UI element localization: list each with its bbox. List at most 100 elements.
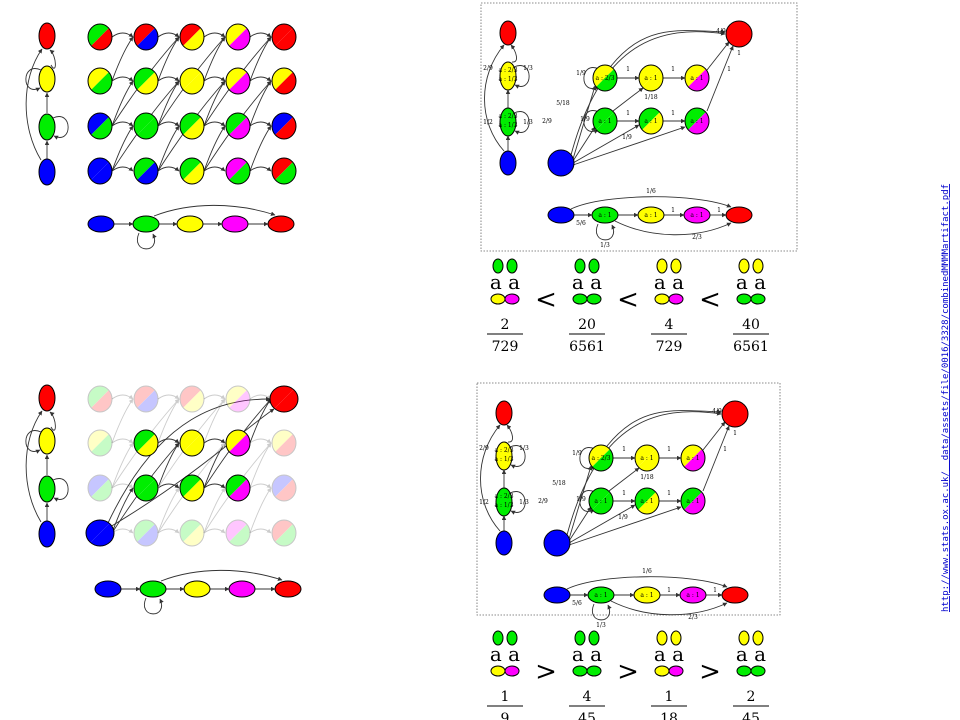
grid-node-r1-c1: [133, 429, 159, 457]
grid-edge: [203, 76, 226, 82]
hchain-node-blue: [87, 215, 115, 233]
chain-node-yellow: [38, 427, 56, 455]
edge: [572, 126, 686, 166]
edge-label: 5/6: [572, 600, 582, 607]
comparison-operator: <: [699, 285, 721, 315]
edge-label: 1: [671, 110, 675, 117]
grid-edge: [249, 438, 272, 444]
hchain-node-red: [267, 215, 295, 233]
edge-label: 2/3: [688, 614, 698, 621]
side-url-link[interactable]: http://www.stats.ox.ac.uk/__data/assets/…: [941, 184, 951, 612]
edge-label: 1: [667, 587, 671, 594]
grid-node-r3-c2: [179, 519, 205, 547]
edge: [568, 506, 682, 546]
grid-node-r2-c2: [179, 474, 205, 502]
grid-edge: [249, 36, 272, 82]
edge: [612, 87, 644, 112]
glyph-dot: [668, 665, 684, 677]
grid-edge: [203, 483, 226, 489]
grid-node-r3-c1: [133, 157, 159, 185]
glyph-letters: a a: [490, 642, 520, 666]
grid-node-r2-c1: [133, 474, 159, 502]
chain-edge: [49, 411, 56, 431]
edge-label: 1: [733, 430, 737, 437]
self-loop-edge: [579, 447, 596, 471]
self-loop-edge: [509, 445, 526, 469]
grid-edge: [203, 125, 226, 172]
grid-node-r2-c3: [225, 112, 251, 140]
automaton-node-blue: [495, 530, 513, 556]
grid-edge: [157, 166, 180, 172]
edge-label: 2/3: [692, 234, 702, 241]
comparison-term-0: a a19: [487, 630, 523, 720]
grid-node-r1-c3: [225, 429, 251, 457]
node-label: a : 1: [644, 212, 657, 219]
edge-label: 1: [667, 446, 671, 453]
glyph-letters: a a: [572, 642, 602, 666]
edge-label: 4/9: [716, 28, 726, 35]
grid-node-r2-c4: [271, 474, 297, 502]
comparison-operator: >: [617, 657, 639, 687]
grid-edge: [203, 32, 226, 38]
edge-label: 1: [737, 50, 741, 57]
grid-edge: [203, 438, 226, 444]
glyph-dot: [670, 630, 682, 646]
hchain-node-magenta: [228, 580, 256, 598]
grid-edge: [111, 528, 134, 534]
automaton-node-top-0: [588, 444, 614, 472]
automaton-node-mid-2: [684, 107, 710, 135]
grid-edge: [249, 76, 272, 82]
glyph-dot: [492, 258, 504, 274]
grid-edge: [111, 125, 134, 172]
long-edge: [109, 408, 275, 528]
chain-edge: [160, 569, 283, 582]
grid-edge: [157, 76, 180, 82]
self-loop-edge: [509, 491, 526, 515]
glyph-letters: a a: [736, 642, 766, 666]
glyph-dot: [586, 293, 602, 305]
hchain-node-blue: [94, 580, 122, 598]
edge: [606, 409, 722, 447]
hchain-node-green: [132, 215, 160, 233]
glyph-dot: [654, 665, 670, 677]
grid-edge: [157, 32, 180, 38]
glyph-dot: [504, 665, 520, 677]
grid-node-r0-c0: [87, 23, 113, 51]
grid-node-r3-c0: [87, 157, 113, 185]
edge-label: 1: [723, 446, 727, 453]
fraction-denominator: 45: [742, 711, 760, 720]
glyph-dot: [668, 293, 684, 305]
grid-node-r3-c3: [225, 519, 251, 547]
hchain-node-yellow: [637, 206, 665, 224]
node-label: a : 1: [690, 212, 703, 219]
grid-node-r0-c1: [133, 385, 159, 413]
self-loop-edge: [513, 65, 530, 89]
node-label: a : 1: [640, 592, 653, 599]
chain-edge: [153, 204, 276, 217]
node-label: a : 1/3: [498, 76, 517, 83]
grid-edge: [111, 32, 134, 38]
hchain-node-green: [591, 206, 619, 224]
glyph-letters: a a: [490, 270, 520, 294]
grid-edge: [249, 487, 272, 534]
automaton-start-node: [547, 149, 575, 177]
edge-label: 1: [626, 110, 630, 117]
edge-label: 1/2: [483, 119, 493, 126]
panel-frame: [476, 382, 781, 616]
edge-label: 2/9: [542, 118, 552, 125]
glyph-dot: [572, 293, 588, 305]
fraction-numerator: 1: [501, 689, 510, 705]
edge-label: 5/6: [576, 220, 586, 227]
edge: [568, 504, 636, 544]
self-loop-edge: [583, 67, 600, 91]
edge-label: 1/9: [618, 514, 628, 521]
grid-node-r0-c4: [271, 23, 297, 51]
glyph-dot: [588, 258, 600, 274]
glyph-letters: a a: [654, 270, 684, 294]
edge-label: 1: [671, 207, 675, 214]
